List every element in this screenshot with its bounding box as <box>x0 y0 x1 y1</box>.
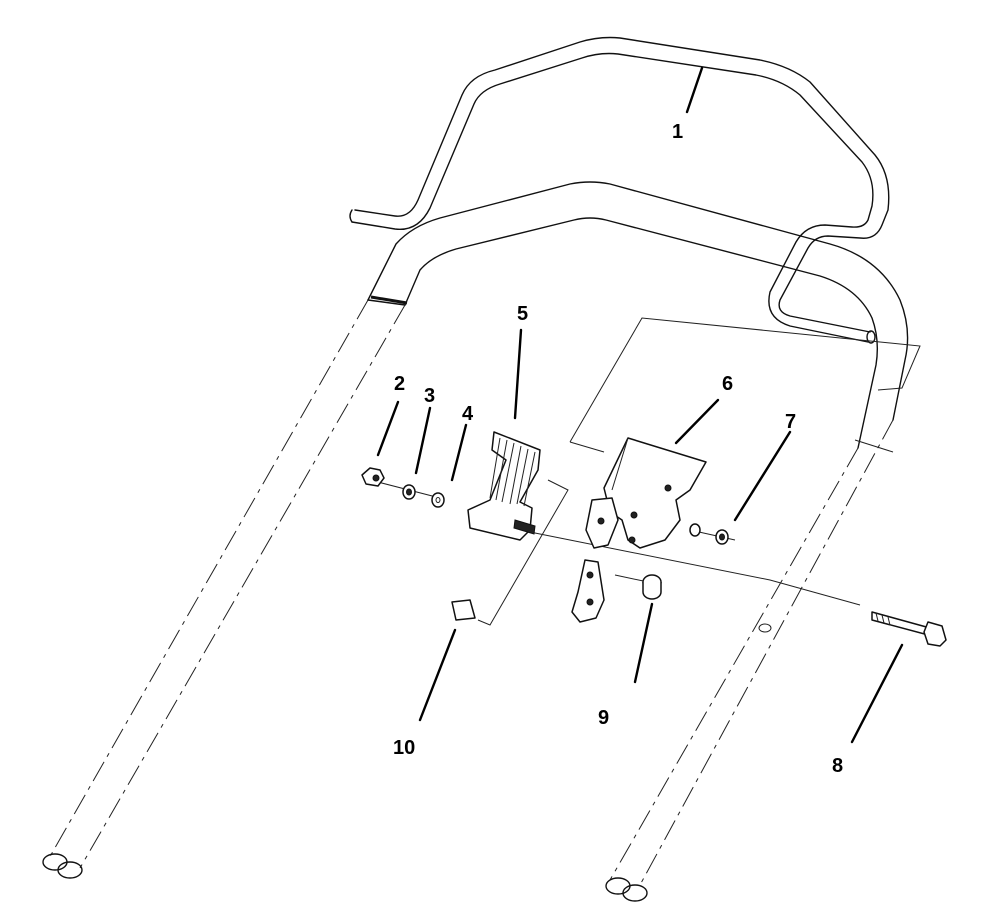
callout-5: 5 <box>517 303 528 325</box>
callout-1: 1 <box>672 121 683 143</box>
part-4-washer <box>431 492 445 508</box>
projection-outline <box>477 317 921 626</box>
latch-pawl <box>571 559 605 623</box>
leader-lines <box>376 66 904 744</box>
part-3-lock-washer <box>402 484 416 500</box>
callout-8: 8 <box>832 755 843 777</box>
callout-3: 3 <box>424 385 435 407</box>
part-7-washers <box>689 523 729 545</box>
callout-4: 4 <box>462 403 474 425</box>
part-5-lever <box>467 431 541 541</box>
part-8-bolt <box>871 611 947 647</box>
callout-2: 2 <box>394 373 405 395</box>
part-10-square-pad <box>451 599 476 621</box>
callout-9: 9 <box>598 707 609 729</box>
part-6-bracket <box>585 437 707 549</box>
callout-6: 6 <box>722 373 733 395</box>
callout-10: 10 <box>393 737 415 759</box>
callout-7: 7 <box>785 411 796 433</box>
handle-tubes <box>42 181 909 902</box>
callout-labels: 1 2 3 4 5 6 7 8 9 10 <box>393 121 843 777</box>
part-1-bail-bar <box>349 36 890 344</box>
part-2-nut <box>361 467 385 487</box>
part-9-spacer <box>642 574 662 600</box>
